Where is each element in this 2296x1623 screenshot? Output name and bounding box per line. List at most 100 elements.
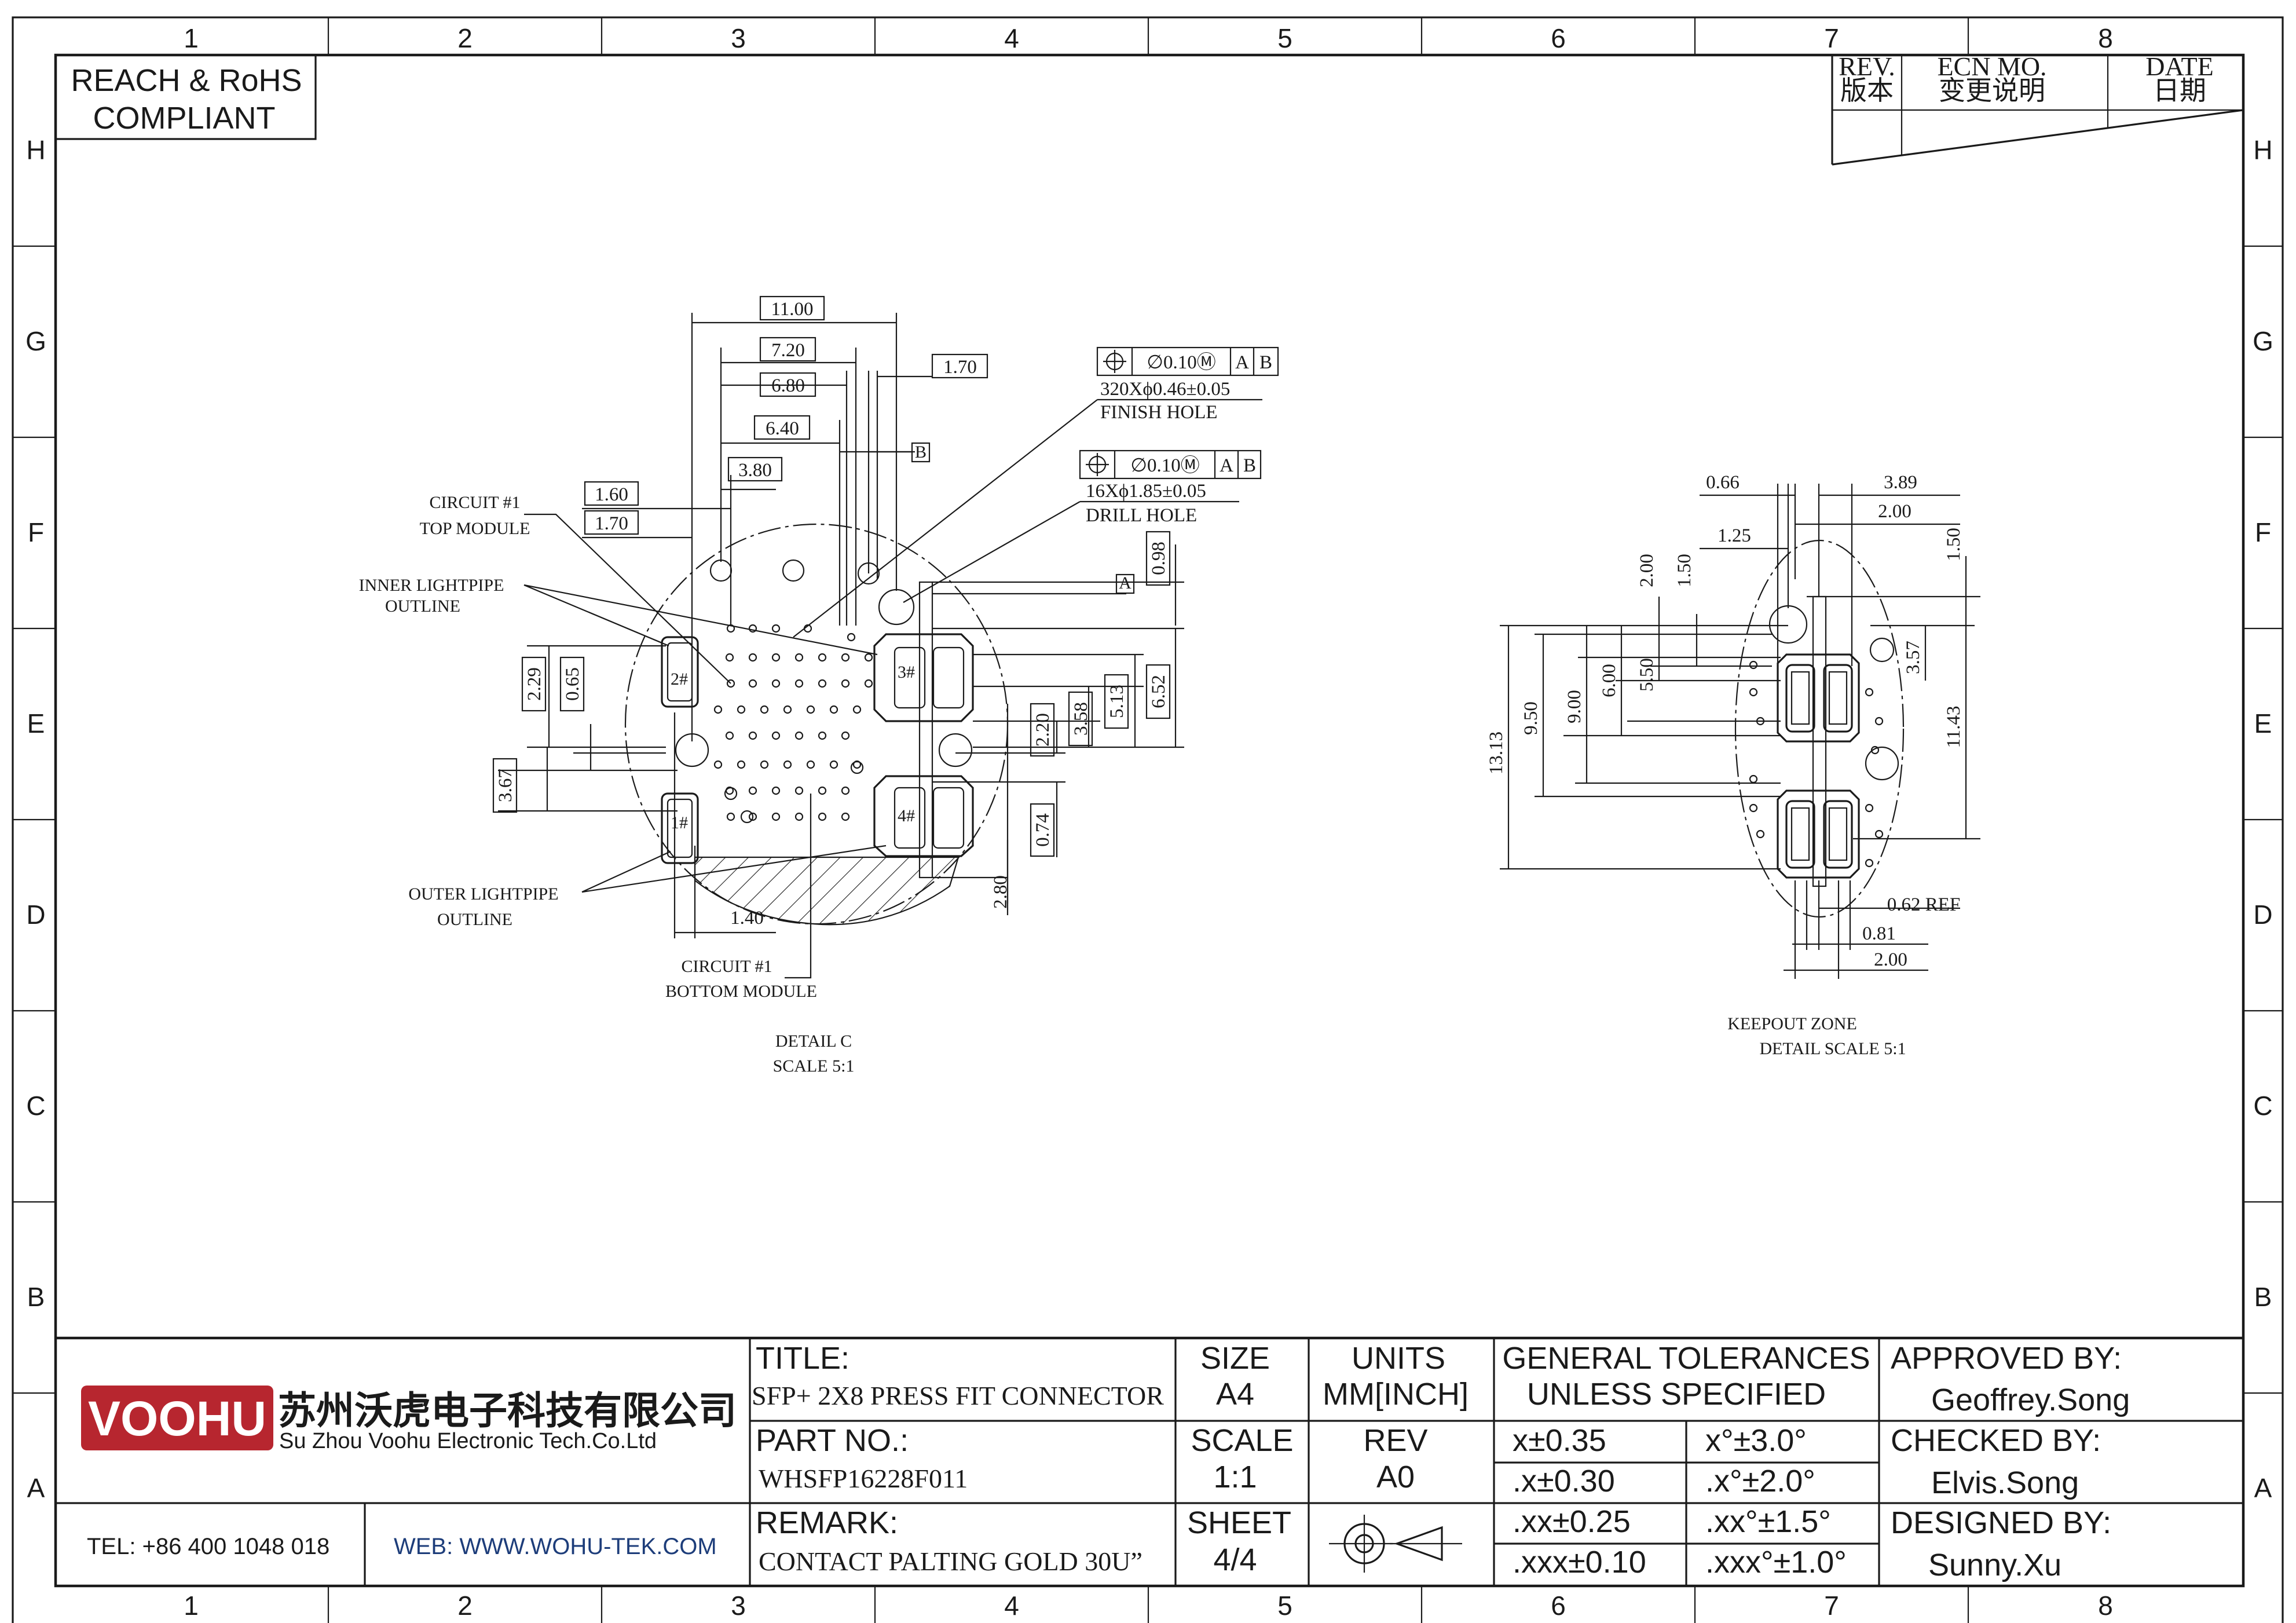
keepout-dim-2-00-top: 2.00 bbox=[1878, 501, 1911, 522]
inner-lightpipe-line1: INNER LIGHTPIPE bbox=[359, 576, 504, 595]
ecn-header-cn: 变更说明 bbox=[1939, 76, 2045, 105]
circuit-bottom-line2: BOTTOM MODULE bbox=[665, 982, 817, 1001]
fcf-drill-hole: ∅0.10Ⓜ A B 16Xϕ1.85±0.05 DRILL HOLE bbox=[903, 449, 1262, 603]
keepout-slot-upper bbox=[1777, 653, 1860, 743]
logo-text: VOOHU bbox=[88, 1391, 266, 1446]
fcf2-note-type: DRILL HOLE bbox=[1086, 505, 1197, 526]
approved-value: Geoffrey.Song bbox=[1931, 1383, 2130, 1417]
dim-3-58: 3.58 bbox=[1071, 702, 1092, 736]
zone-col-6-bottom: 6 bbox=[1551, 1591, 1566, 1621]
date-header: DATE bbox=[2145, 52, 2214, 81]
date-header-cn: 日期 bbox=[2153, 76, 2206, 105]
units-label: UNITS bbox=[1352, 1341, 1445, 1376]
dim-3-80: 3.80 bbox=[738, 460, 772, 481]
tol-x1: .x±0.30 bbox=[1513, 1464, 1615, 1498]
detail-c-vertical-dims bbox=[546, 544, 1177, 915]
tol-x2-angle: .xx°±1.5° bbox=[1705, 1504, 1831, 1539]
zone-row-e-right: E bbox=[2254, 708, 2272, 739]
zone-row-c-right: C bbox=[2253, 1091, 2272, 1121]
rev-header-cn: 版本 bbox=[1840, 76, 1894, 105]
revision-block: REV. 版本 ECN MO. 变更说明 DATE 日期 bbox=[1831, 52, 2244, 166]
hatched-region bbox=[694, 856, 960, 926]
zone-row-g-left: G bbox=[25, 326, 46, 356]
rev-header: REV. bbox=[1839, 52, 1895, 81]
zone-column-labels: 1 2 3 4 5 6 7 8 1 2 3 4 5 6 7 8 bbox=[184, 23, 2113, 1621]
slot-1: 1# bbox=[661, 792, 699, 864]
pin-label-3: 3# bbox=[898, 663, 915, 682]
rev-value: A0 bbox=[1376, 1460, 1415, 1494]
part-value: WHSFP16228F011 bbox=[759, 1464, 968, 1493]
checked-label: CHECKED BY: bbox=[1891, 1423, 2101, 1458]
scale-label: SCALE bbox=[1191, 1423, 1293, 1458]
dim-1-70-top: 1.70 bbox=[943, 357, 977, 378]
zone-col-6-top: 6 bbox=[1551, 23, 1566, 53]
zone-row-c-left: C bbox=[26, 1091, 45, 1121]
keepout-dim-11-43: 11.43 bbox=[1943, 706, 1964, 748]
fcf1-note-count: 320Xϕ0.46±0.05 bbox=[1100, 379, 1230, 400]
company-web: WEB: WWW.WOHU-TEK.COM bbox=[394, 1534, 717, 1559]
compliance-box: REACH & RoHS COMPLIANT bbox=[56, 55, 317, 140]
tol-x: x±0.35 bbox=[1513, 1423, 1606, 1458]
keepout-dim-3-89: 3.89 bbox=[1884, 472, 1917, 493]
zone-col-4-bottom: 4 bbox=[1004, 1591, 1019, 1621]
tol-x2: .xx±0.25 bbox=[1513, 1504, 1631, 1539]
fcf1-datum-b: B bbox=[1259, 352, 1272, 373]
keepout-dim-13-13: 13.13 bbox=[1486, 732, 1507, 774]
dim-6-40: 6.40 bbox=[766, 418, 799, 439]
zone-col-7-top: 7 bbox=[1824, 23, 1839, 53]
dim-3-67: 3.67 bbox=[495, 769, 516, 802]
zone-row-h-left: H bbox=[26, 135, 45, 165]
zone-col-7-bottom: 7 bbox=[1824, 1591, 1839, 1621]
designed-value: Sunny.Xu bbox=[1928, 1548, 2061, 1582]
zone-col-5-bottom: 5 bbox=[1277, 1591, 1292, 1621]
dim-11-00: 11.00 bbox=[771, 299, 813, 320]
keepout-dimension-values: 0.66 3.89 2.00 1.25 1.50 2.00 1.50 3.57 … bbox=[1486, 472, 1964, 970]
detail-c-extension-lines bbox=[673, 313, 1009, 938]
center-slot bbox=[918, 581, 933, 879]
keepout-dim-0-62-ref: 0.62 REF bbox=[1887, 894, 1961, 915]
keepout-dim-2-00-vert: 2.00 bbox=[1636, 554, 1657, 587]
dim-7-20: 7.20 bbox=[771, 340, 805, 361]
dim-0-65: 0.65 bbox=[562, 667, 583, 701]
sheet-value: 4/4 bbox=[1213, 1542, 1257, 1577]
keepout-dim-lines bbox=[1500, 484, 1980, 979]
zone-col-1-bottom: 1 bbox=[184, 1591, 199, 1621]
dim-1-70: 1.70 bbox=[595, 513, 628, 534]
part-label: PART NO.: bbox=[756, 1423, 909, 1458]
slot-3: 3# bbox=[873, 633, 974, 722]
outer-lightpipe-line2: OUTLINE bbox=[437, 910, 512, 929]
pin-label-1: 1# bbox=[671, 813, 688, 832]
zone-col-8-top: 8 bbox=[2098, 23, 2113, 53]
zone-row-e-left: E bbox=[27, 708, 45, 739]
detail-c-scale: SCALE 5:1 bbox=[773, 1057, 855, 1076]
datum-b-marker: B bbox=[869, 442, 931, 463]
tol-x3: .xxx±0.10 bbox=[1513, 1545, 1646, 1580]
title-block: VOOHU 苏州沃虎电子科技有限公司 Su Zhou Voohu Electro… bbox=[56, 1336, 2243, 1586]
fcf1-datum-a: A bbox=[1235, 352, 1249, 373]
third-angle-projection-icon bbox=[1329, 1515, 1462, 1573]
detail-c-dim-lines bbox=[498, 321, 1184, 934]
keepout-dim-3-57: 3.57 bbox=[1903, 641, 1924, 674]
checked-value: Elvis.Song bbox=[1931, 1465, 2079, 1500]
pin-label-4: 4# bbox=[898, 806, 915, 825]
detail-c-caption: DETAIL C bbox=[775, 1032, 852, 1051]
fcf2-note-count: 16Xϕ1.85±0.05 bbox=[1086, 481, 1206, 502]
inner-lightpipe-line2: OUTLINE bbox=[385, 597, 460, 616]
company-name-en: Su Zhou Voohu Electronic Tech.Co.Ltd bbox=[279, 1429, 657, 1453]
size-value: A4 bbox=[1216, 1377, 1254, 1412]
dim-6-80: 6.80 bbox=[771, 375, 805, 396]
keepout-dim-6-00: 6.00 bbox=[1599, 664, 1620, 697]
zone-row-h-right: H bbox=[2253, 135, 2272, 165]
dim-2-80: 2.80 bbox=[990, 875, 1011, 909]
zone-row-ticks bbox=[13, 245, 2283, 1394]
general-tolerances-line2: UNLESS SPECIFIED bbox=[1527, 1377, 1826, 1412]
keepout-dim-9-50: 9.50 bbox=[1521, 701, 1541, 735]
dim-0-98: 0.98 bbox=[1148, 542, 1169, 575]
zone-row-f-left: F bbox=[28, 517, 44, 547]
leader-inner-lightpipe: INNER LIGHTPIPE OUTLINE bbox=[359, 576, 878, 656]
fcf-finish-hole: ∅0.10Ⓜ A B 320Xϕ0.46±0.05 FINISH HOLE bbox=[793, 346, 1279, 638]
units-value: MM[INCH] bbox=[1323, 1377, 1469, 1412]
zone-col-5-top: 5 bbox=[1277, 23, 1292, 53]
zone-row-b-left: B bbox=[27, 1282, 45, 1312]
drill-holes bbox=[675, 559, 973, 767]
